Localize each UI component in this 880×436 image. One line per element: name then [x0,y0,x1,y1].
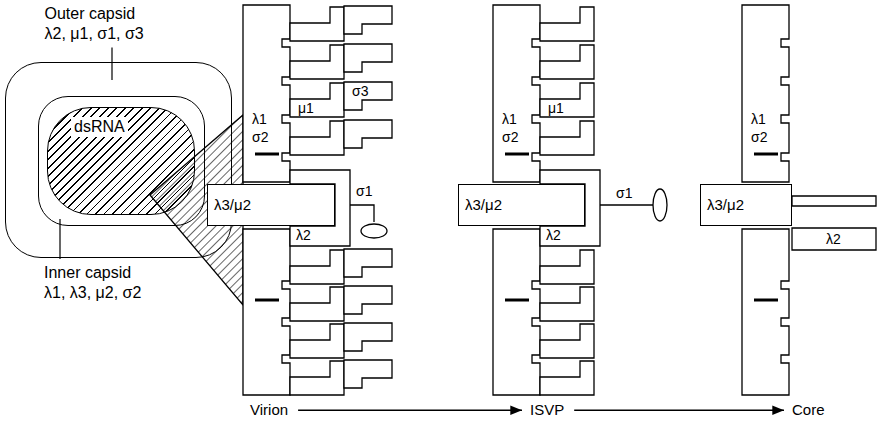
sigma1-fiber [600,204,653,205]
protein-box: λ3/μ2 [458,184,585,226]
subunit-boundary [505,153,529,156]
protein-label: σ2 [502,130,518,145]
stage-label: ISVP [530,402,564,419]
mu1-protein [540,83,594,117]
mu1-protein [290,361,344,395]
protein-label: σ1 [356,184,372,199]
lambda2-spike [792,196,876,206]
sigma3-protein [344,286,392,314]
protein-label: σ2 [751,130,767,145]
protein-label: λ1 [502,112,517,127]
subunit-boundary [505,299,529,302]
capsid-label: Inner capsid λ1, λ3, μ2, σ2 [44,263,144,303]
rna-core: dsRNA [47,107,195,215]
mu1-protein [540,324,594,358]
inner-capsid: dsRNAInner capsid λ1, λ3, μ2, σ2 [38,96,205,226]
subunit-boundary [754,153,778,156]
illustration-group [60,5,876,410]
protein-label: μ1 [548,101,564,116]
rna-label: dsRNA [71,117,128,137]
subunit-boundary [255,153,279,156]
inner-capsid-column [493,229,540,395]
sigma1-head [361,224,387,238]
sigma3-protein [344,44,392,72]
protein-label: σ1 [616,186,632,201]
subunit-boundary [754,299,778,302]
sigma3-protein [344,249,392,277]
protein-label: λ2 [826,232,841,247]
inner-capsid-column [742,229,789,395]
protein-label: λ1 [751,112,766,127]
mu1-protein [540,121,594,155]
mu1-protein [290,83,344,117]
sigma3-protein [344,120,392,148]
protein-label: λ3/μ2 [214,197,251,214]
mu1-protein [290,324,344,358]
sigma1-fiber [350,205,374,222]
mu1-protein [290,250,344,284]
inner-capsid-column [243,229,290,395]
inner-capsid-column [493,5,540,182]
sigma3-protein [344,6,392,34]
protein-label: μ1 [298,101,314,116]
mu1-protein [540,361,594,395]
protein-label: λ1 [252,112,267,127]
mu1-protein [540,45,594,79]
capsid-label: Outer capsid λ2, μ1, σ1, σ3 [45,4,145,44]
sigma1-head [653,189,667,221]
stage-arrow [574,410,784,411]
protein-label: σ3 [352,84,368,99]
subunit-boundary [255,299,279,302]
stage-label: Core [792,402,825,419]
mu1-protein [540,7,594,41]
stage-arrow [298,410,522,411]
protein-box: λ3/μ2 [207,184,335,226]
mu1-protein [540,250,594,284]
protein-label: σ2 [252,130,268,145]
mu1-protein [540,287,594,321]
lambda2-spike [792,228,876,250]
protein-label: λ3/μ2 [465,197,502,214]
leader-line [111,48,112,81]
mu1-protein [290,7,344,41]
protein-label: λ2 [296,228,311,243]
mu1-protein [290,45,344,79]
protein-label: λ2 [546,228,561,243]
mu1-protein [290,121,344,155]
sigma3-protein [344,360,392,388]
sigma3-protein [344,82,392,110]
protein-label: λ3/μ2 [707,197,744,214]
sigma3-protein [344,323,392,351]
inner-capsid-column [742,5,789,182]
inner-capsid-column [243,5,290,182]
mu1-protein [290,287,344,321]
stage-label: Virion [250,402,288,419]
outer-capsid: dsRNAInner capsid λ1, λ3, μ2, σ2Outer ca… [5,62,232,258]
protein-box: λ3/μ2 [700,184,792,226]
